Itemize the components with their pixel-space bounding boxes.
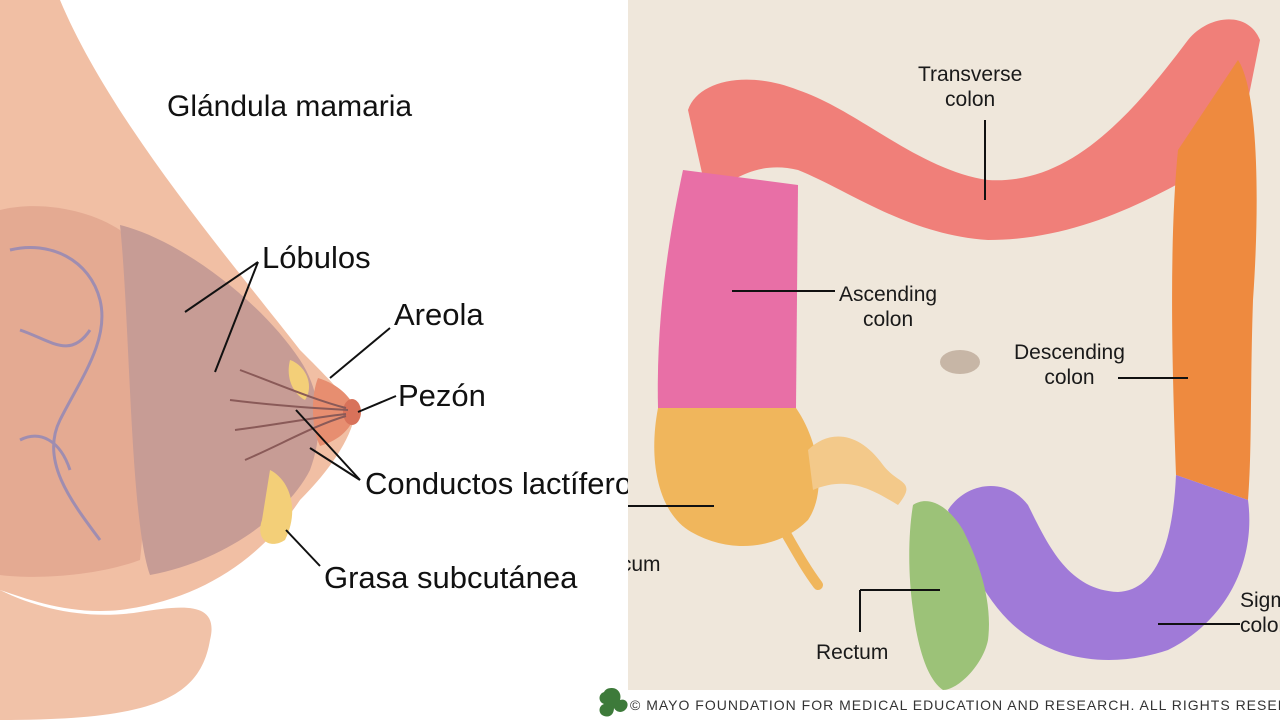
areola — [312, 378, 356, 446]
colon-leader-lines — [628, 120, 1240, 632]
colon-anatomy-panel: Transverse colon Ascending colon Descend… — [628, 0, 1280, 720]
navel — [940, 350, 980, 374]
label-rectum: Rectum — [816, 641, 889, 664]
ileum — [808, 436, 907, 505]
sigmoid-colon — [948, 475, 1250, 660]
rectum — [909, 501, 989, 690]
ascending-colon — [657, 170, 798, 408]
transverse-colon — [688, 19, 1260, 240]
copyright-bar: © MAYO FOUNDATION FOR MEDICAL EDUCATION … — [599, 688, 1280, 720]
label-descending-colon: Descending colon — [1014, 341, 1125, 389]
nipple — [343, 399, 361, 425]
label-areola: Areola — [394, 297, 484, 332]
label-sigmoid-colon: Sigmoid colon — [1240, 589, 1280, 637]
chest-wall — [0, 206, 146, 577]
leader-lines — [184, 261, 397, 567]
copyright-text: © MAYO FOUNDATION FOR MEDICAL EDUCATION … — [630, 697, 1280, 713]
subcutaneous-fat — [260, 470, 293, 544]
label-pezon: Pezón — [398, 378, 486, 413]
mayo-clinic-logo-icon — [599, 688, 628, 717]
blood-vessels — [9, 245, 104, 541]
lactiferous-ducts — [229, 369, 349, 461]
label-cecum: Cecum — [628, 553, 661, 576]
label-conductos: Conductos lactíferos — [365, 466, 628, 501]
breast-anatomy-panel: Glándula mamaria Lóbulos Areola Pezón Co… — [0, 0, 628, 720]
label-lobulos: Lóbulos — [262, 240, 371, 275]
breast-illustration — [0, 0, 397, 720]
label-transverse-colon: Transverse colon — [918, 63, 1023, 111]
label-grasa: Grasa subcutánea — [324, 560, 578, 595]
cecum — [654, 408, 819, 547]
diagram-title: Glándula mamaria — [167, 90, 413, 123]
colon-illustration — [628, 0, 1280, 720]
label-ascending-colon: Ascending colon — [839, 283, 938, 331]
chest-skin — [0, 590, 212, 720]
descending-colon — [1172, 60, 1257, 500]
appendix — [773, 515, 823, 590]
